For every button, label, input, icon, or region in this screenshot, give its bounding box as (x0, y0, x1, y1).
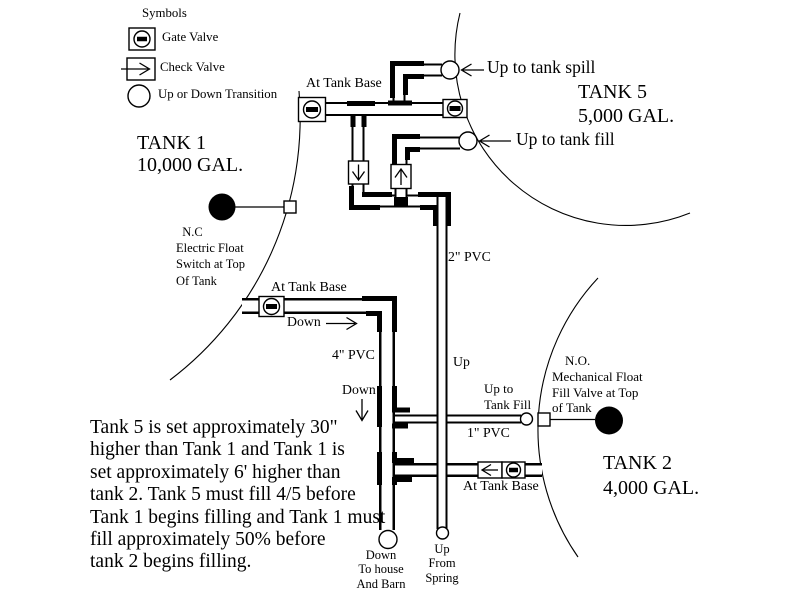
legend-transition-icon (127, 84, 151, 108)
tank1-boundary-arc (169, 90, 301, 381)
up-label: Up (453, 354, 470, 369)
check-valve-tank2-base (477, 461, 503, 479)
legend-gate-valve-label: Gate Valve (162, 30, 219, 44)
up-to-tank-fill-small-label: Up to Tank Fill (484, 381, 532, 412)
gate-valve-manifold-left (297, 96, 327, 123)
legend-title: Symbols (142, 6, 187, 20)
gate-valve-tank1-base (258, 295, 285, 318)
check-valve-up (390, 163, 412, 190)
at-tank-base-label-tank2: At Tank Base (463, 479, 539, 494)
up-to-tank-fill-label: Up to tank fill (516, 129, 615, 149)
down-right-arrow (326, 316, 358, 331)
up-to-tank-spill-label: Up to tank spill (487, 57, 596, 77)
at-tank-base-label-tank1: At Tank Base (271, 280, 347, 295)
down-label-2: Down (342, 382, 376, 397)
pipe-4in-pvc (242, 298, 395, 530)
down-label-1: Down (287, 314, 321, 329)
legend-check-valve-label: Check Valve (160, 60, 225, 74)
check-valve-down (347, 160, 370, 185)
transition-tank-spill (440, 60, 460, 80)
pipes (242, 63, 542, 530)
annotation-arrows (326, 63, 511, 422)
legend-gate-valve-icon (128, 27, 156, 51)
legend-symbols (121, 27, 156, 108)
transition-1in-fill (519, 412, 534, 426)
legend-check-valve-icon (121, 57, 156, 81)
transition-down-house (378, 529, 398, 550)
valves (258, 96, 526, 479)
mechanical-float-valve-dot (595, 406, 623, 435)
no-float-valve-label: N.O. Mechanical Float Fill Valve at Top … (552, 353, 643, 416)
transitions (378, 60, 534, 550)
tank2-wall-fitting-square (537, 412, 551, 427)
pvc-2in-label: 2" PVC (448, 249, 491, 264)
tank1-wall-fitting-square (283, 200, 297, 214)
down-arrow (355, 399, 369, 422)
pipe-downcheck-lower (351, 180, 442, 208)
down-to-house-label: Down To house And Barn (356, 548, 406, 591)
fill-arrow (478, 134, 511, 148)
elevation-note: Tank 5 is set approximately 30" higher t… (90, 417, 386, 573)
electric-float-switch-dot (208, 193, 236, 221)
pvc-4in-label: 4" PVC (332, 347, 375, 362)
legend-transition-label: Up or Down Transition (158, 87, 278, 101)
pvc-1in-label: 1" PVC (467, 425, 510, 440)
pipe-fill-riser (394, 136, 460, 170)
gate-valve-manifold-right (442, 98, 468, 119)
gate-valve-tank2-base (501, 461, 526, 479)
nc-float-switch-label: N.C Electric Float Switch at Top Of Tank (176, 225, 246, 288)
tank2-title: TANK 2 4,000 GAL. (603, 452, 700, 499)
pipe-fittings (347, 61, 451, 485)
spill-arrow (460, 63, 484, 77)
float-devices (208, 193, 623, 435)
transition-up-spring (435, 526, 450, 540)
transition-tank-fill (458, 131, 478, 151)
tank1-title: TANK 1 10,000 GAL. (137, 132, 244, 176)
at-tank-base-label-manifold: At Tank Base (306, 76, 382, 91)
up-from-spring-label: Up From Spring (425, 542, 459, 585)
pipe-spill-riser (392, 63, 442, 114)
tank5-title: TANK 5 5,000 GAL. (578, 81, 675, 127)
